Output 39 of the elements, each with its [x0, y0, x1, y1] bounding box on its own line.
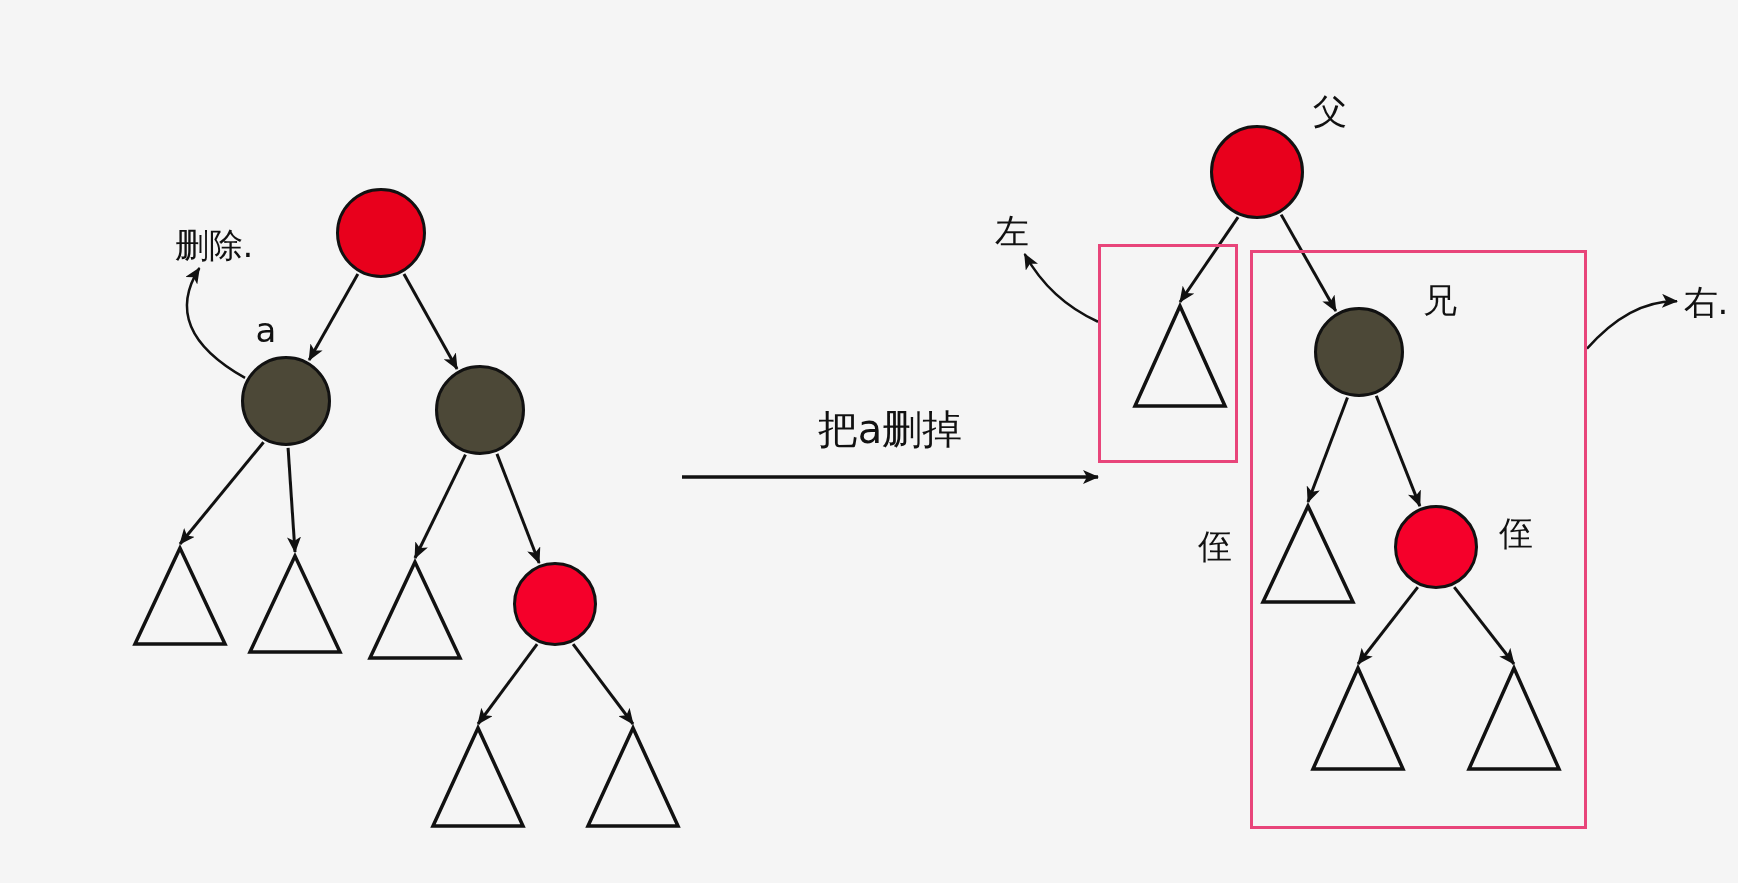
arrow	[495, 453, 541, 564]
subtree-triangle	[368, 560, 462, 660]
node-label: 父	[1312, 90, 1348, 133]
highlight-frame	[1098, 244, 1238, 463]
node-label: 侄	[1197, 525, 1233, 568]
subtree-triangle	[1311, 666, 1405, 771]
arrow	[682, 470, 1099, 484]
edge-label: 把a删掉	[816, 405, 964, 453]
arrow	[402, 273, 459, 370]
arrow	[1374, 395, 1422, 507]
arrow	[1178, 216, 1240, 303]
leader-arrow	[1023, 253, 1099, 323]
arrow	[307, 273, 360, 361]
subtree-triangle	[1467, 666, 1561, 771]
arrow	[178, 441, 265, 545]
tree-node-circle	[241, 356, 331, 446]
node-label: a	[254, 309, 278, 352]
subtree-triangle	[1261, 504, 1355, 604]
arrow	[1453, 586, 1516, 665]
leader-arrow	[185, 267, 246, 379]
handwritten-note: 删除.	[162, 222, 266, 268]
highlight-frame	[1250, 250, 1587, 829]
node-label: 兄	[1422, 279, 1458, 322]
arrow	[1279, 213, 1338, 312]
handwritten-note: 左	[990, 208, 1034, 254]
node-label: 侄	[1498, 512, 1534, 555]
arrow	[1306, 397, 1349, 503]
leader-arrow	[1586, 294, 1678, 350]
subtree-triangle	[586, 726, 680, 828]
subtree-triangle	[133, 546, 227, 646]
subtree-triangle	[1133, 304, 1227, 408]
arrow	[1356, 586, 1419, 665]
arrow	[413, 454, 467, 559]
subtree-triangle	[248, 554, 342, 654]
arrow	[571, 643, 635, 725]
arrow	[476, 643, 539, 725]
handwritten-note: 右.	[1677, 280, 1735, 324]
arrow	[286, 447, 301, 553]
subtree-triangle	[431, 726, 525, 828]
